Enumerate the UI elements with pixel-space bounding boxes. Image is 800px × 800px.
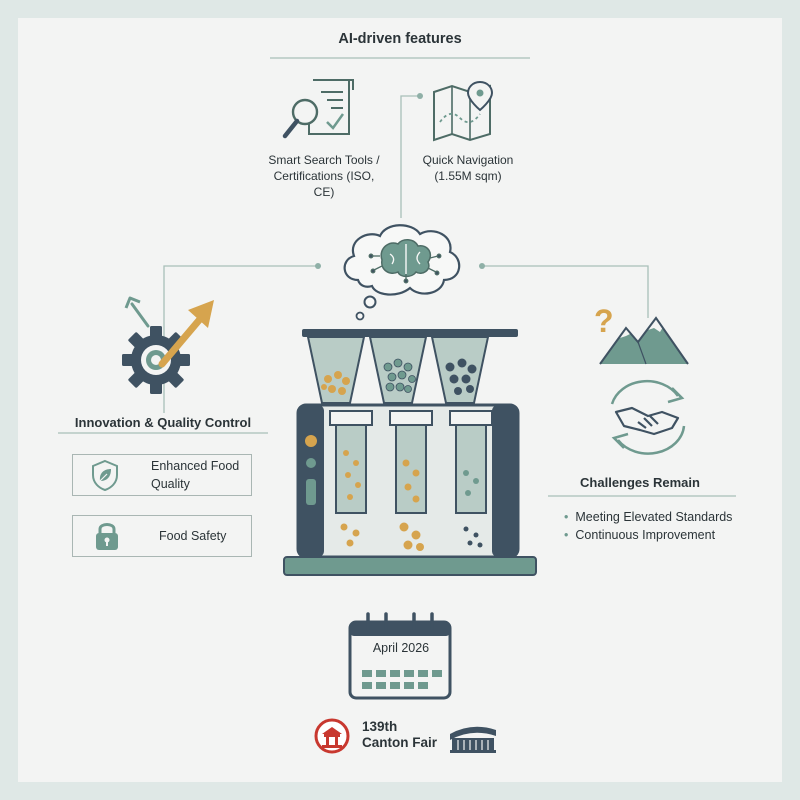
quick-navigation-label: Quick Navigation (1.55M sqm)	[422, 153, 514, 184]
fair-name-label: Canton Fair	[362, 735, 438, 750]
innovation-title: Innovation & Quality Control	[74, 415, 252, 430]
gear-growth-icon	[122, 296, 214, 394]
exhibition-hall-icon	[450, 726, 496, 753]
svg-text:?: ?	[594, 303, 614, 339]
food-safety-card: Food Safety	[72, 515, 252, 557]
ai-features-title: AI-driven features	[338, 31, 462, 47]
search-document-icon	[282, 79, 354, 139]
calendar-date-label: April 2026	[372, 641, 430, 655]
challenge-item: Continuous Improvement	[564, 526, 732, 544]
canton-fair-emblem-icon	[314, 718, 350, 754]
infographic: AI-driven features Smart Search Tools / …	[18, 18, 782, 782]
mountains-question-icon: ?	[594, 303, 689, 365]
handshake-cycle-icon	[610, 379, 686, 455]
smart-search-label: Smart Search Tools / Certifications (ISO…	[268, 153, 380, 200]
brain-thought-cloud	[343, 224, 461, 321]
enhanced-food-quality-label: Enhanced Food Quality	[151, 459, 240, 491]
challenges-list: Meeting Elevated Standards Continuous Im…	[564, 508, 732, 544]
calendar-icon	[348, 612, 452, 700]
fair-edition-label: 139th	[362, 719, 398, 734]
connector-lines	[58, 57, 736, 497]
food-safety-label: Food Safety	[159, 529, 227, 543]
padlock-icon	[96, 523, 118, 550]
map-pin-icon	[433, 80, 494, 142]
challenge-item: Meeting Elevated Standards	[564, 508, 732, 526]
food-sorting-machine	[283, 329, 537, 576]
brain-icon	[368, 239, 442, 284]
challenges-title: Challenges Remain	[580, 475, 700, 490]
enhanced-food-quality-card: Enhanced Food Quality	[72, 454, 252, 496]
leaf-shield-icon	[92, 459, 118, 492]
